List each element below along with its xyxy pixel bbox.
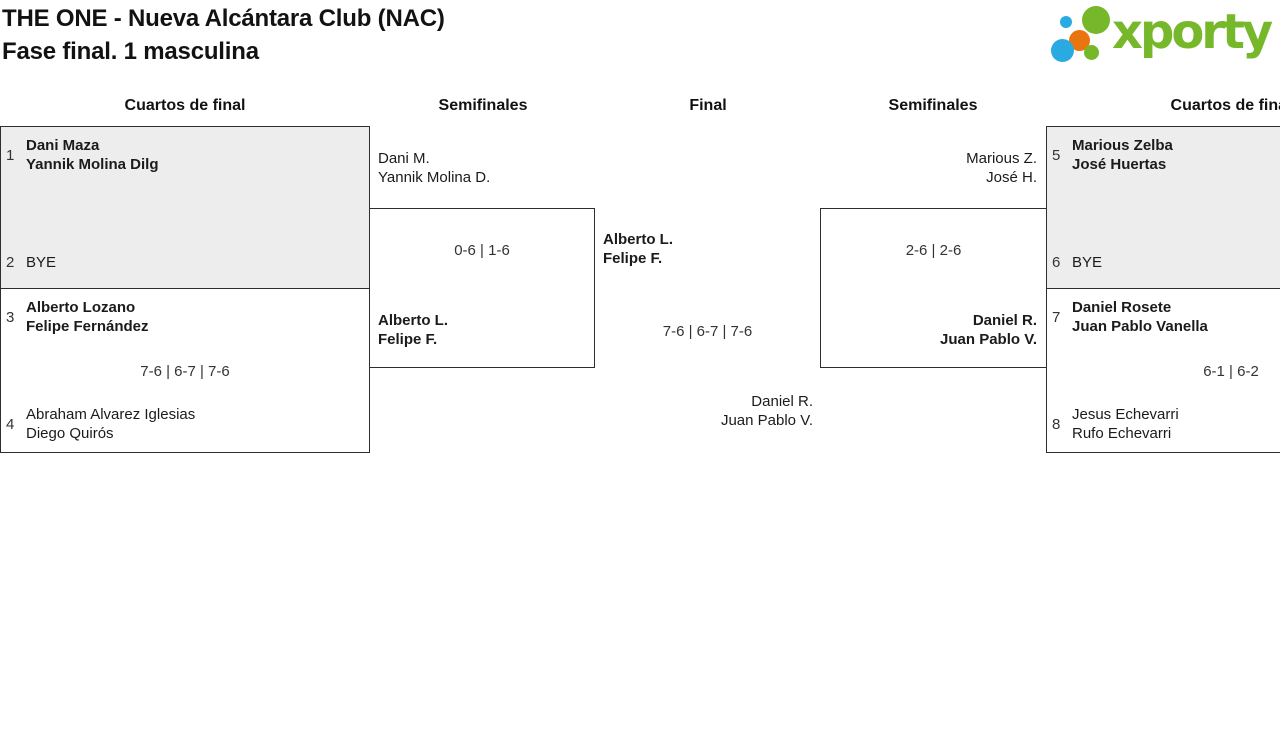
player-name: Alberto L. [378, 312, 448, 329]
player-name: Daniel R. [751, 393, 813, 410]
match-box-sf-left[interactable] [369, 208, 595, 368]
team-names: Alberto L. Felipe F. [378, 311, 448, 349]
page-header: THE ONE - Nueva Alcántara Club (NAC) Fas… [2, 2, 445, 68]
seed-number: 4 [6, 415, 15, 433]
player-name: Juan Pablo Vanella [1072, 318, 1208, 335]
player-name: Diego Quirós [26, 425, 114, 442]
seed-number: 2 [6, 254, 15, 271]
player-name: Alberto Lozano [26, 299, 136, 316]
match-box-sf-right[interactable] [820, 208, 1047, 368]
match-score: 7-6 | 6-7 | 7-6 [662, 323, 753, 340]
logo-dot-green-small-icon [1084, 45, 1099, 60]
team-row: 3 Alberto Lozano Felipe Fernández [6, 298, 149, 336]
team-row: 8 Jesus Echevarri Rufo Echevarri [1052, 405, 1179, 443]
seed-number: 8 [1052, 415, 1061, 433]
tournament-title: THE ONE - Nueva Alcántara Club (NAC) [2, 5, 445, 32]
team-row: 6 BYE [1052, 253, 1102, 272]
team-names: Dani M. Yannik Molina D. [378, 149, 490, 187]
seed-number: 5 [1052, 146, 1061, 164]
match-score: 6-1 | 6-2 [1203, 363, 1259, 380]
team-row: 5 Marious Zelba José Huertas [1052, 136, 1173, 174]
team-names: Alberto L. Felipe F. [603, 230, 673, 268]
player-name: Alberto L. [603, 231, 673, 248]
match-box-qf-left-bottom[interactable] [0, 289, 370, 453]
player-name: Daniel Rosete [1072, 299, 1172, 316]
player-name: Marious Zelba [1072, 137, 1173, 154]
round-header-semifinals-left: Semifinales [438, 97, 528, 114]
team-row: 7 Daniel Rosete Juan Pablo Vanella [1052, 298, 1208, 336]
round-header-quarterfinals-right: Cuartos de final [1170, 97, 1280, 114]
team-names: BYE [1072, 253, 1102, 272]
player-name: José Huertas [1072, 156, 1167, 173]
match-score: 0-6 | 1-6 [454, 242, 510, 259]
team-names: Daniel R. Juan Pablo V. [820, 311, 1037, 349]
match-score: 2-6 | 2-6 [905, 242, 962, 259]
player-name: Felipe Fernández [26, 318, 149, 335]
team-row: 1 Dani Maza Yannik Molina Dilg [6, 136, 159, 174]
team-names: BYE [26, 253, 56, 272]
player-name: Daniel R. [972, 312, 1037, 329]
tournament-subtitle: Fase final. 1 masculina [2, 38, 259, 65]
team-names: Daniel Rosete Juan Pablo Vanella [1072, 298, 1208, 336]
team-row: 2 BYE [6, 253, 56, 272]
round-header-quarterfinals-left: Cuartos de final [124, 97, 246, 114]
match-score: 7-6 | 6-7 | 7-6 [140, 363, 230, 380]
player-name: Rufo Echevarri [1072, 425, 1172, 442]
player-name: Marious Z. [966, 150, 1037, 167]
xporty-logo[interactable]: xporty [1050, 4, 1278, 68]
round-header-final: Final [689, 97, 727, 114]
team-names: Abraham Alvarez Iglesias Diego Quirós [26, 405, 195, 443]
team-names: Marious Zelba José Huertas [1072, 136, 1173, 174]
team-row: 4 Abraham Alvarez Iglesias Diego Quirós [6, 405, 195, 443]
bye-label: BYE [26, 254, 57, 271]
logo-dot-blue-small-icon [1060, 16, 1072, 28]
bye-label: BYE [1072, 254, 1103, 271]
team-names: Jesus Echevarri Rufo Echevarri [1072, 405, 1179, 443]
player-name: Abraham Alvarez Iglesias [26, 406, 196, 423]
team-names: Marious Z. José H. [820, 149, 1037, 187]
xporty-wordmark: xporty [1112, 4, 1273, 60]
player-name: Felipe F. [378, 331, 438, 348]
match-box-qf-left-top[interactable] [0, 126, 370, 289]
seed-number: 6 [1052, 254, 1061, 271]
match-box-qf-right-bottom[interactable] [1046, 289, 1280, 453]
player-name: Juan Pablo V. [720, 412, 813, 429]
player-name: Dani Maza [26, 137, 100, 154]
seed-number: 1 [6, 146, 15, 164]
team-names: Daniel R. Juan Pablo V. [595, 392, 813, 430]
player-name: Jesus Echevarri [1072, 406, 1179, 423]
seed-number: 7 [1052, 308, 1061, 326]
logo-dot-green-large-icon [1082, 6, 1110, 34]
player-name: Juan Pablo V. [940, 331, 1037, 348]
logo-dot-orange-icon [1069, 30, 1090, 51]
team-names: Dani Maza Yannik Molina Dilg [26, 136, 159, 174]
seed-number: 3 [6, 308, 15, 326]
player-name: Dani M. [378, 150, 430, 167]
match-box-qf-right-top[interactable] [1046, 126, 1280, 289]
player-name: Yannik Molina D. [378, 169, 491, 186]
team-names: Alberto Lozano Felipe Fernández [26, 298, 149, 336]
player-name: Felipe F. [603, 250, 663, 267]
round-header-semifinals-right: Semifinales [888, 97, 978, 114]
logo-dot-blue-large-icon [1051, 39, 1074, 62]
player-name: Yannik Molina Dilg [26, 156, 159, 173]
player-name: José H. [986, 169, 1037, 186]
